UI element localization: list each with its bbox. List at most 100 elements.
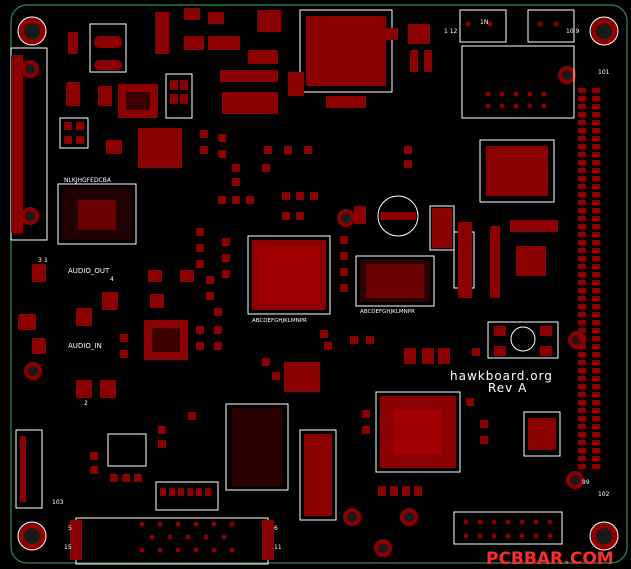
header-pin — [505, 519, 511, 525]
header-pin — [592, 392, 600, 397]
header-pin — [578, 192, 586, 197]
header-pin — [541, 91, 547, 97]
header-pin — [578, 296, 586, 301]
header-pin — [578, 216, 586, 221]
db-pin — [185, 534, 191, 540]
pin-label-2: 2 — [84, 400, 88, 407]
header-pin — [578, 160, 586, 165]
header-pin — [592, 176, 600, 181]
header-pin — [592, 384, 600, 389]
header-pin — [541, 103, 547, 109]
db-pin — [149, 534, 155, 540]
header-pin — [592, 280, 600, 285]
header-pin — [578, 304, 586, 309]
main-bga — [247, 235, 331, 315]
qfp-chip-top — [59, 73, 193, 168]
header-pin — [592, 408, 600, 413]
header-pin — [578, 464, 586, 469]
header-pin — [485, 91, 491, 97]
smd-pad — [196, 260, 204, 268]
header-pin — [578, 408, 586, 413]
smd-pad — [420, 398, 428, 406]
header-pin — [578, 272, 586, 277]
tsop-chips — [225, 403, 337, 521]
header-pin — [491, 533, 497, 539]
smd-pad — [480, 420, 488, 428]
header-pin — [578, 88, 586, 93]
db-pin — [193, 521, 199, 527]
header-pin — [578, 424, 586, 429]
smd-pad — [304, 146, 312, 154]
header-pin — [592, 344, 600, 349]
smd-pad — [120, 334, 128, 342]
smd-pad — [262, 358, 270, 366]
header-pin — [578, 360, 586, 365]
pin-label-4: 4 — [110, 276, 114, 283]
header-pin — [578, 456, 586, 461]
smd-pad — [222, 270, 230, 278]
header-pin — [485, 103, 491, 109]
smd-pad — [196, 228, 204, 236]
smd-pad — [390, 486, 398, 496]
db-pin — [229, 521, 235, 527]
smd-pad — [222, 254, 230, 262]
header-pin — [491, 519, 497, 525]
header-pin — [547, 533, 553, 539]
header-pin — [578, 344, 586, 349]
ddr-bga — [355, 255, 435, 307]
smd-pad — [196, 244, 204, 252]
header-pin — [578, 368, 586, 373]
smd-pad — [404, 160, 412, 168]
smd-pad — [296, 192, 304, 200]
header-pin — [533, 519, 539, 525]
header-pin — [465, 21, 471, 27]
header-pin — [592, 104, 600, 109]
smd-pad — [196, 326, 204, 334]
smd-pad — [222, 238, 230, 246]
header-pin — [592, 400, 600, 405]
header-pin — [592, 296, 600, 301]
header-pin — [519, 533, 525, 539]
header-pin — [592, 416, 600, 421]
smd-pad — [205, 488, 211, 496]
header-pin — [578, 104, 586, 109]
db-pin — [211, 521, 217, 527]
smd-pad — [188, 412, 196, 420]
header-pin — [527, 103, 533, 109]
smd-pad — [472, 348, 480, 356]
db-pin — [167, 534, 173, 540]
smd-pad — [120, 350, 128, 358]
smd-pad — [246, 196, 254, 204]
qfp-chip-mid — [284, 362, 320, 392]
usb-connector — [68, 12, 169, 73]
db-connector — [70, 517, 274, 565]
header-pin — [513, 103, 519, 109]
smd-pad — [160, 488, 166, 496]
smd-pad — [320, 330, 328, 338]
smd-pad — [402, 486, 410, 496]
header-pin — [578, 200, 586, 205]
db-pin — [203, 534, 209, 540]
smd-pad — [196, 488, 202, 496]
header-pin — [578, 176, 586, 181]
board-revision: Rev A — [488, 381, 527, 395]
header-pin — [578, 136, 586, 141]
header-102-label: 102 — [598, 491, 610, 498]
header-pin — [592, 112, 600, 117]
db-pin — [157, 547, 163, 553]
board-outline — [10, 4, 628, 564]
bga-row-label: ABCDEFGHJKLMNPR — [252, 318, 307, 324]
smd-pad — [218, 196, 226, 204]
header-pin — [592, 440, 600, 445]
header-pin — [592, 352, 600, 357]
smd-pad — [324, 342, 332, 350]
smd-pad — [282, 212, 290, 220]
pin-label-99: 99 — [582, 479, 590, 486]
header-pin — [578, 144, 586, 149]
board-title: hawkboard.org — [450, 369, 553, 383]
smd-pad — [264, 146, 272, 154]
top-components — [184, 8, 575, 119]
header-pin — [553, 21, 559, 27]
smd-pad — [378, 486, 386, 496]
right-components — [404, 139, 561, 457]
